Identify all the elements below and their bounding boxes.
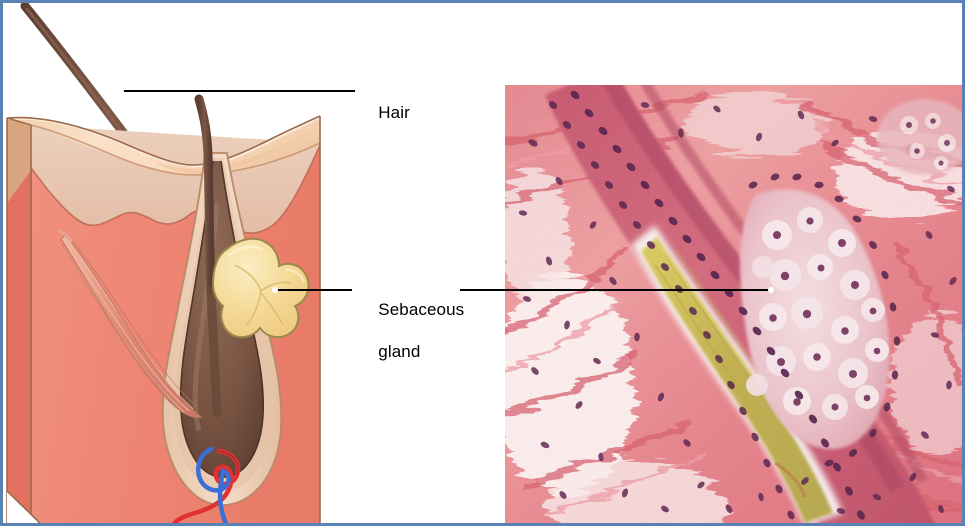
- hair-leader-endpoint: [118, 88, 124, 94]
- dermal-papilla-vessels: [171, 446, 241, 523]
- label-hair: Hair: [359, 81, 410, 144]
- sebaceous-leader-endpoint-left: [272, 287, 278, 293]
- arrector-pili-muscle: [57, 229, 203, 419]
- papilla-vessel-outline: [218, 450, 239, 476]
- hair-shaft-in-follicle: [206, 286, 222, 418]
- arrector-pili-attachment-top: [57, 229, 73, 243]
- skin-block-diagram: [6, 3, 321, 523]
- sebaceous-leader-line-left: [274, 289, 352, 291]
- hair-shaft-internal: [194, 94, 216, 296]
- sebaceous-leader-line-right: [460, 289, 771, 291]
- papilla-vein: [196, 446, 231, 523]
- label-sebaceous-line1: Sebaceous: [378, 300, 465, 319]
- skin-block-side-face: [7, 118, 31, 523]
- light-micrograph-hair-follicle: [505, 85, 962, 523]
- block-bottom-bevel-edge: [6, 490, 42, 523]
- label-sebaceous-gland: Sebaceous gland: [359, 278, 464, 383]
- dermal-papillae-border: [30, 144, 321, 234]
- skin-block-outline: [6, 115, 321, 523]
- epidermis-surface-highlight: [6, 116, 321, 168]
- sebaceous-gland: [211, 237, 310, 339]
- label-sebaceous-line2: gland: [378, 342, 421, 361]
- micrograph-grain: [505, 85, 962, 523]
- hair-leader-line: [120, 90, 355, 92]
- label-hair-line1: Hair: [378, 103, 410, 122]
- epidermis-dermis-divider: [30, 124, 321, 176]
- micrograph-canvas: [505, 85, 962, 523]
- sebaceous-leader-endpoint-right: [768, 287, 774, 293]
